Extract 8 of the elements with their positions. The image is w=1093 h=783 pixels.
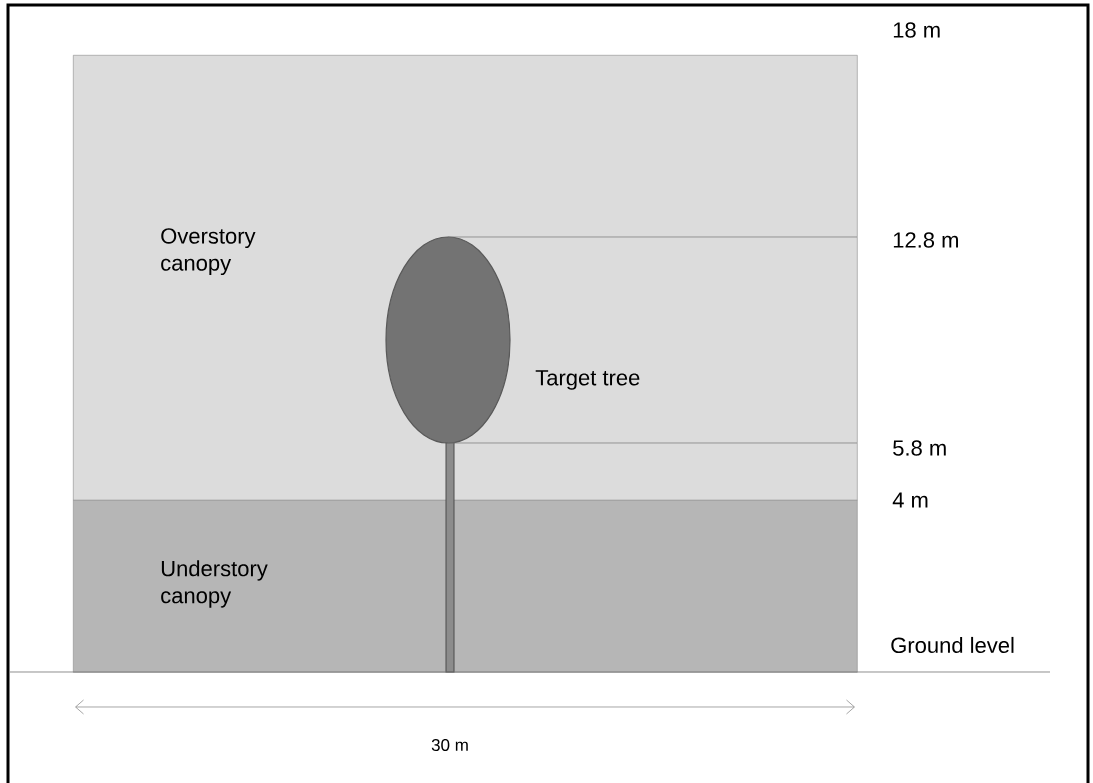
height-label: Ground level [891,636,1014,654]
height-label: 5.8 m [893,440,946,456]
tree-label: Target tree [535,370,640,390]
dimension-label: 30 m [431,738,468,751]
height-label: 12.8 m [893,232,958,248]
height-label: 4 m [892,492,928,508]
height-label: 18 m [893,22,940,38]
canopy-band: Understory canopy [73,500,858,673]
